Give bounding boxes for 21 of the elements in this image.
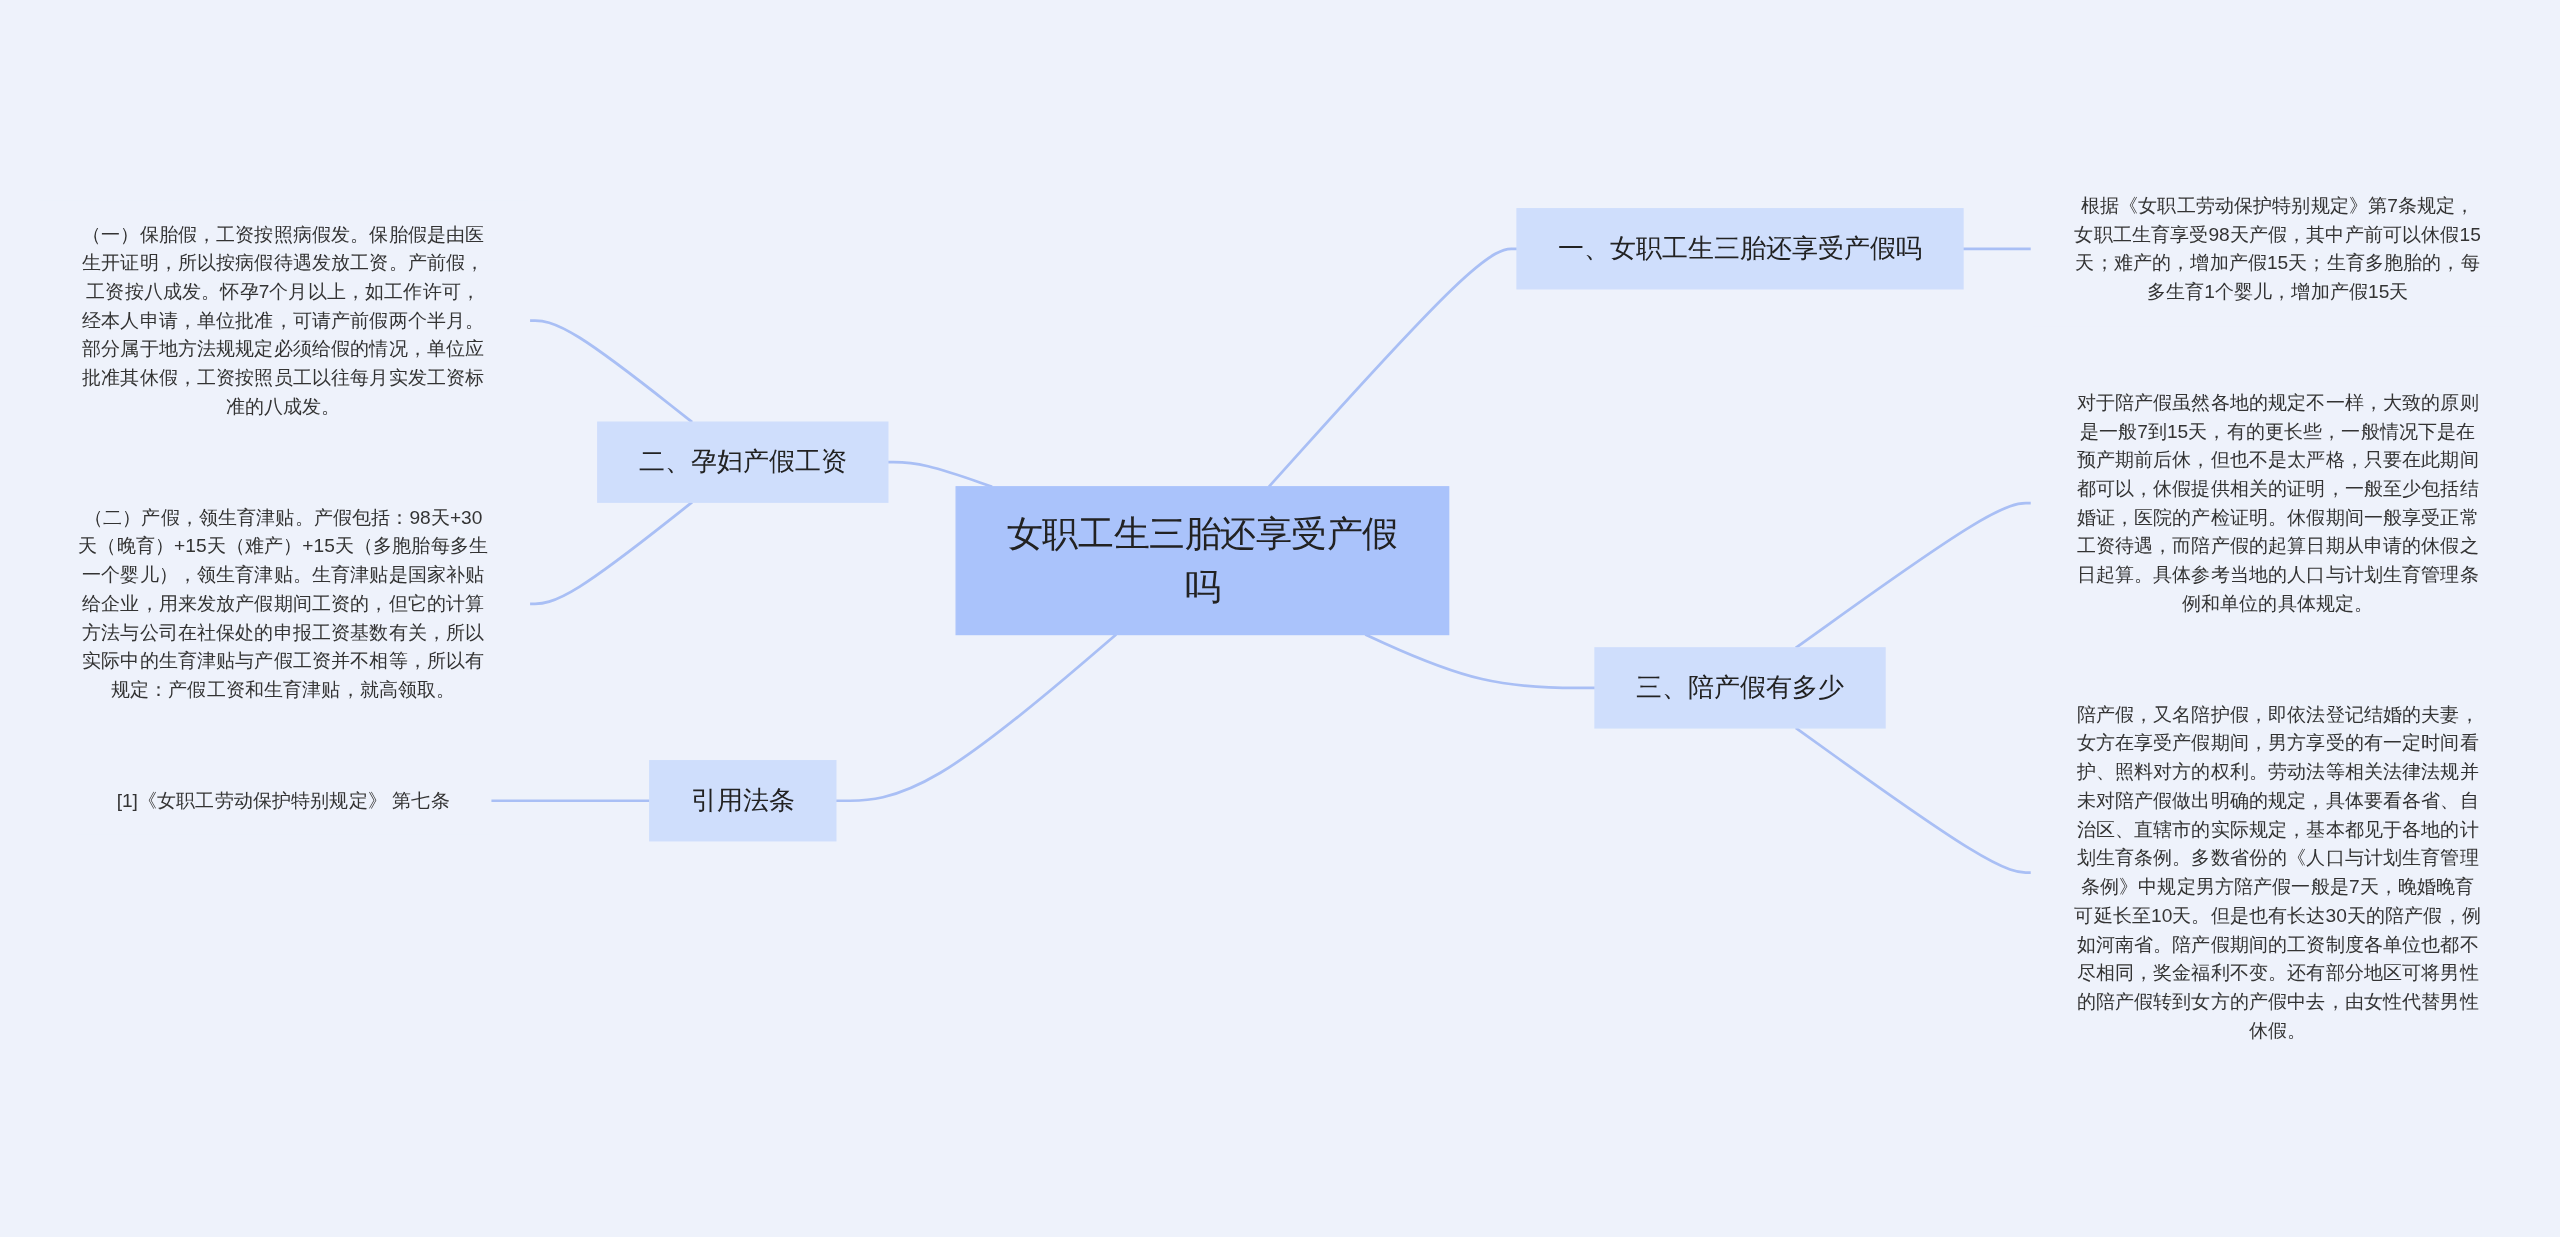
node-text: 陪产假，又名陪护假，即依法登记结婚的夫妻，女方在享受产假期间，男方享受的有一定时间看护、照料对方的权利。劳动法等相关法律法规并未对陪产假做出明确的规定，具体要看各省、自治区、直辖市的实际规定，基本都见于各地的计划生育条例。多数省份的《人口与计划生育管理条例》中规定男方陪产假一般是7天，晚婚晚育可延长至10天。但是也有长达30天的陪产假，例如河南省。陪产假期间的工资制度各单位也都不尽相同，奖金福利不变。还有部分地区可将男性的陪产假转到女方的产假中去，由女性代替男性休假。 <box>2073 703 2481 1042</box>
node-text: [1]《女职工劳动保护特别规定》 第七条 <box>116 789 450 812</box>
connector <box>1962 247 2031 251</box>
node-text: 对于陪产假虽然各地的规定不一样，大致的原则是一般7到15天，有的更长些，一般情况下是在预产期前后休，但也不是太严格，只要在此期间都可以，休假提供相关的证明，一般至少包括结婚证，医院的产检证明。休假期间一般享受正常工资待遇，而陪产假的起算日期从申请的休假之日起算。具体参考当地的人口与计划生育管理条例和单位的具体规定。 <box>2076 391 2479 615</box>
node-text: （二）产假，领生育津贴。产假包括：98天+30天（晚育）+15天（难产）+15天（多胞胎每多生一个婴儿），领生育津贴。生育津贴是国家补贴给企业，用来发放产假期间工资的，但它的计算方法与公司在社保处的申报工资基数有关，所以实际中的生育津贴与产假工资并不相等，所以有规定：产假工资和生育津贴，就高领取。 <box>77 506 488 701</box>
connector <box>1364 633 1595 690</box>
connector <box>887 461 993 489</box>
connector <box>529 501 693 606</box>
node-box: 三、陪产假有多少 <box>1593 647 1886 729</box>
node-box: 二、孕妇产假工资 <box>596 421 889 504</box>
connector <box>529 319 693 424</box>
node-box: 一、女职工生三胎还享受产假吗 <box>1515 208 1964 290</box>
connector <box>1794 727 2031 875</box>
node-text: 根据《女职工劳动保护特别规定》第7条规定，女职工生育享受98天产假，其中产前可以休假15天；难产的，增加产假15天；生育多胞胎的，每多生育1个婴儿，增加产假15天 <box>2073 194 2481 303</box>
node-box: 女职工生三胎还享受产假吗 <box>955 486 1449 636</box>
node-text: （一）保胎假，工资按照病假发。保胎假是由医生开证明，所以按病假待遇发放工资。产前假，工资按八成发。怀孕7个月以上，如工作许可，经本人申请，单位批准，可请产前假两个半月。部分属于地方法规规定必须给假的情况，单位应批准其休假，工资按照员工以往每月实发工资标准的八成发。 <box>81 223 484 418</box>
connector <box>1794 502 2031 650</box>
connector <box>835 633 1117 803</box>
connector <box>490 799 650 803</box>
connector <box>1267 247 1517 489</box>
node-box: 引用法条 <box>648 760 837 842</box>
